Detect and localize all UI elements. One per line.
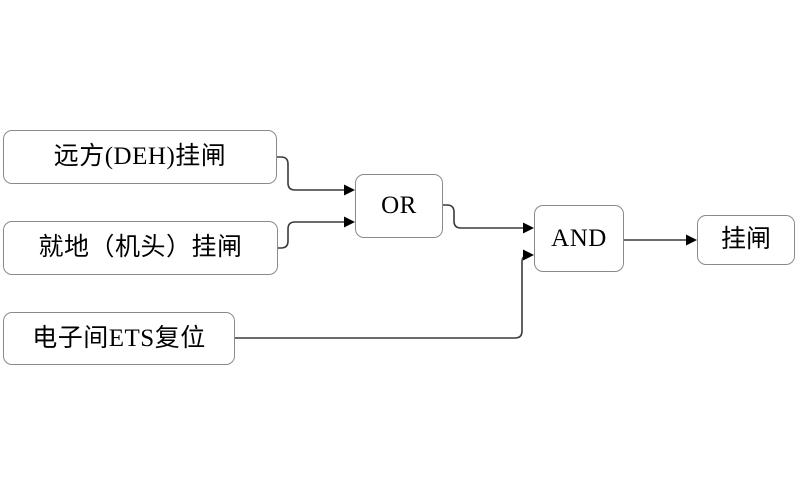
input-label-remote-deh: 远方(DEH)挂闸 bbox=[53, 143, 227, 171]
wire-remote-deh-to-or bbox=[277, 156, 344, 191]
output-label-result: 挂闸 bbox=[720, 226, 771, 254]
output-box-result[interactable]: 挂闸 bbox=[697, 215, 795, 265]
wire-ets-to-and bbox=[235, 254, 530, 339]
arrowhead-output-input bbox=[686, 234, 697, 246]
gate-box-or[interactable]: OR bbox=[355, 174, 443, 238]
arrowhead-or-upper-input bbox=[344, 184, 355, 196]
input-box-remote-deh[interactable]: 远方(DEH)挂闸 bbox=[3, 130, 277, 184]
input-box-ets-reset[interactable]: 电子间ETS复位 bbox=[3, 312, 235, 365]
gate-box-and[interactable]: AND bbox=[534, 205, 624, 272]
input-label-ets-reset: 电子间ETS复位 bbox=[32, 324, 206, 352]
arrowhead-and-lower-input bbox=[523, 249, 534, 261]
arrowhead-or-lower-input bbox=[344, 216, 355, 228]
input-label-local-machine-head: 就地（机头）挂闸 bbox=[38, 234, 243, 262]
input-box-local-machine-head[interactable]: 就地（机头）挂闸 bbox=[3, 221, 278, 275]
wire-or-to-and bbox=[443, 204, 523, 229]
gate-label-or: OR bbox=[381, 192, 417, 220]
arrowhead-and-upper-input bbox=[523, 222, 534, 234]
wire-local-to-or bbox=[278, 221, 344, 249]
gate-label-and: AND bbox=[551, 224, 607, 252]
